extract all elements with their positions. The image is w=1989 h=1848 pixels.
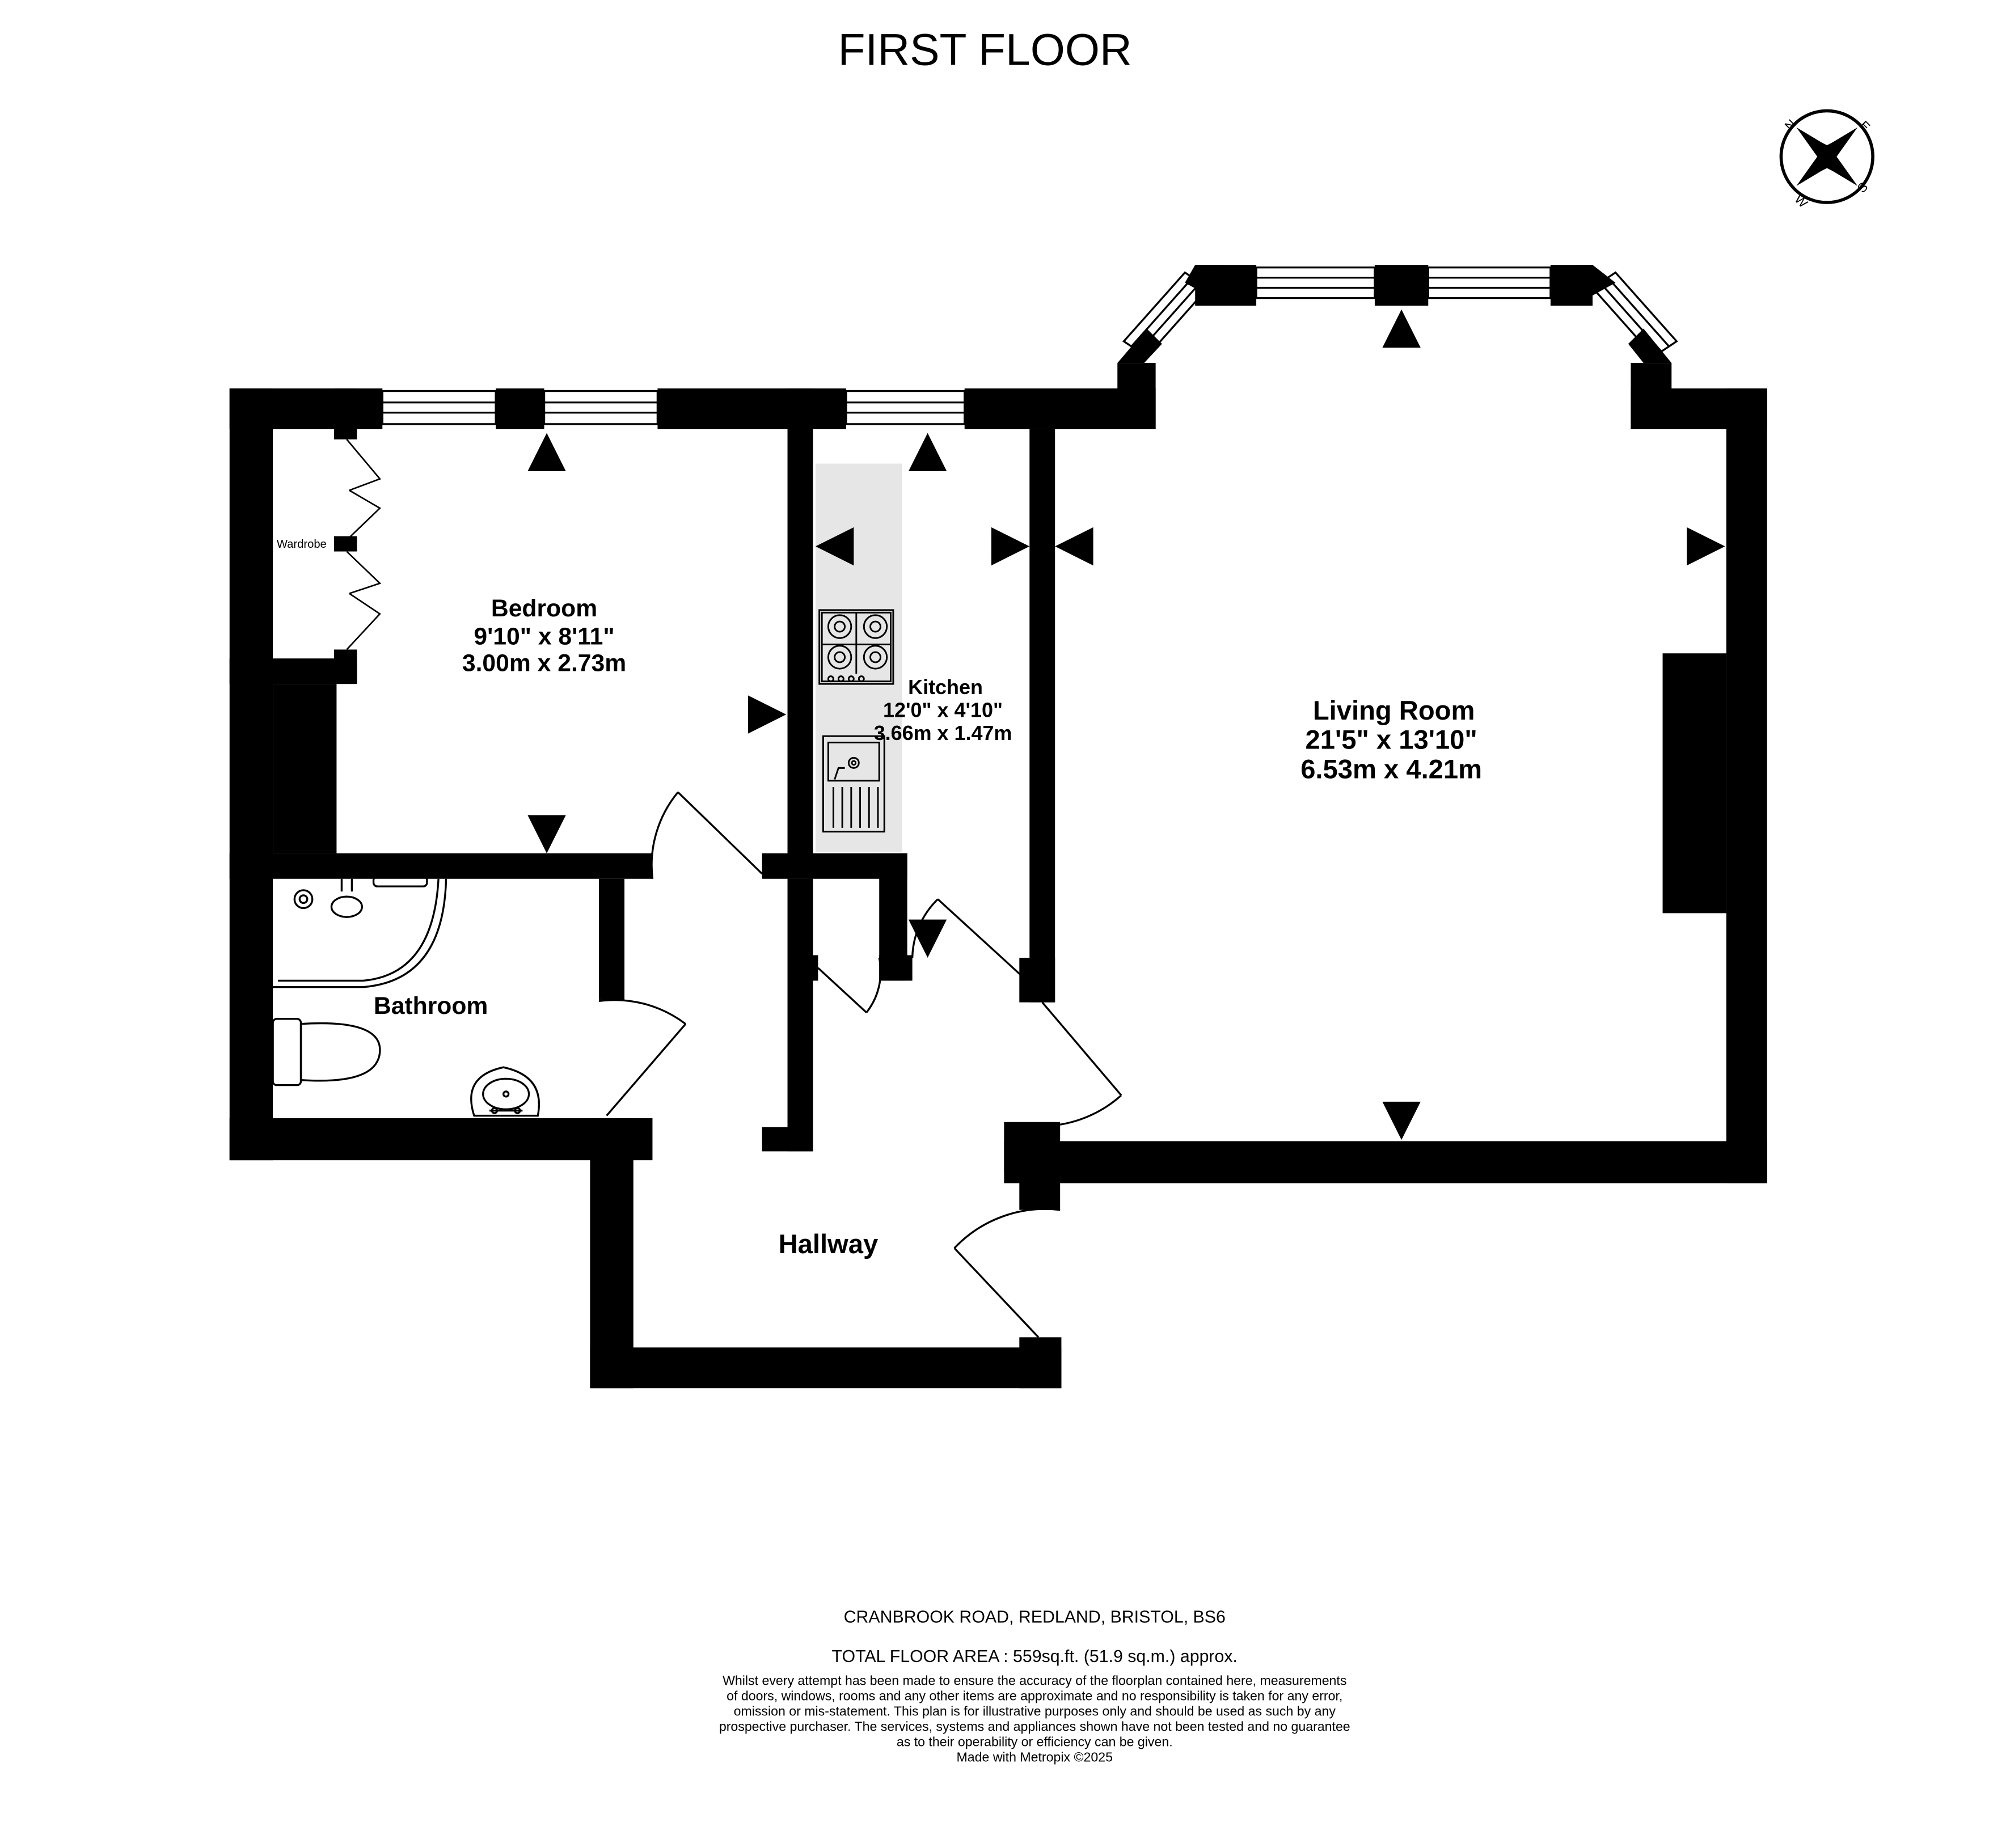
total-area-text: TOTAL FLOOR AREA : 559sq.ft. (51.9 sq.m.…	[832, 1647, 1238, 1666]
compass-e-label: E	[1857, 118, 1873, 134]
living-room-imperial: 21'5" x 13'10"	[1306, 725, 1477, 755]
bedroom-name: Bedroom	[491, 595, 597, 622]
living-room-metric: 6.53m x 4.21m	[1300, 754, 1482, 784]
room-label-kitchen: Kitchen 12'0" x 4'10" 3.66m x 1.47m	[874, 675, 1012, 745]
bedroom-metric: 3.00m x 2.73m	[462, 650, 626, 677]
walls	[229, 265, 1767, 1389]
windows	[381, 266, 1678, 425]
kitchen-worktop	[815, 463, 902, 852]
compass-icon: N E S W	[1779, 109, 1874, 211]
toilet-icon	[272, 1018, 381, 1086]
doors	[598, 791, 1122, 1338]
wardrobe-label: Wardrobe	[277, 538, 327, 551]
bathroom-name: Bathroom	[374, 992, 488, 1020]
living-room-name: Living Room	[1313, 695, 1475, 725]
hob-icon	[818, 609, 894, 685]
bedroom-imperial: 9'10" x 8'11"	[474, 623, 614, 650]
compass-n-label: N	[1782, 117, 1798, 133]
disclaimer-line: prospective purchaser. The services, sys…	[719, 1719, 1350, 1733]
room-label-living-room: Living Room 21'5" x 13'10" 6.53m x 4.21m	[1300, 695, 1482, 784]
page-title: FIRST FLOOR	[838, 25, 1132, 75]
wardrobe	[346, 439, 382, 650]
kitchen-metric: 3.66m x 1.47m	[874, 721, 1012, 745]
basin-icon	[470, 1066, 540, 1117]
disclaimer-line: of doors, windows, rooms and any other i…	[727, 1688, 1342, 1703]
address-text: CRANBROOK ROAD, REDLAND, BRISTOL, BS6	[844, 1608, 1226, 1626]
room-label-bedroom: Bedroom 9'10" x 8'11" 3.00m x 2.73m	[462, 595, 626, 677]
credit-text: Made with Metropix ©2025	[957, 1749, 1113, 1764]
hallway-name: Hallway	[779, 1229, 879, 1259]
dimension-arrows	[527, 309, 1725, 1140]
kitchen-imperial: 12'0" x 4'10"	[883, 699, 1003, 722]
shower-icon	[273, 875, 447, 988]
kitchen-name: Kitchen	[908, 675, 983, 699]
disclaimer-line: as to their operability or efficiency ca…	[897, 1734, 1173, 1749]
disclaimer-line: omission or mis-statement. This plan is …	[734, 1703, 1336, 1718]
sink-icon	[822, 735, 885, 833]
disclaimer-line: Whilst every attempt has been made to en…	[723, 1673, 1346, 1688]
compass-w-label: W	[1792, 192, 1810, 210]
disclaimer: Whilst every attempt has been made to en…	[719, 1673, 1350, 1749]
